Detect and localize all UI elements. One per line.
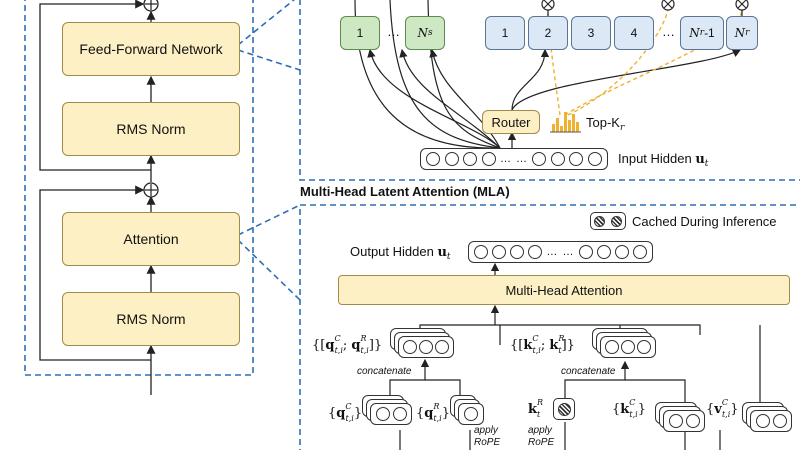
ffn-label: Feed-Forward Network	[79, 41, 223, 57]
rms-norm-top-label: RMS Norm	[116, 121, 186, 137]
mla-dashed-frame	[299, 204, 800, 450]
v-c-stack-front	[750, 410, 792, 432]
routed-expert-4: 4	[614, 16, 654, 50]
concatenate-label-left: concatenate	[357, 366, 412, 377]
input-hidden-vector: … …	[420, 148, 608, 170]
apply-rope-q-line1: apply	[474, 425, 498, 436]
q-c-label: {qCt,i}	[328, 402, 363, 423]
router-box: Router	[482, 110, 540, 134]
rms-norm-bottom-label: RMS Norm	[116, 311, 186, 327]
routed-expert-3: 3	[571, 16, 611, 50]
topk-label: Top-Kr	[586, 115, 625, 133]
attn-zoom-line-bottom	[237, 239, 301, 301]
shared-expert-1: 1	[340, 16, 380, 50]
k-c-label: {kCt,i}	[612, 398, 647, 419]
k-concat-stack-front	[600, 336, 656, 358]
attention-label: Attention	[123, 231, 179, 247]
shared-expert-ellipsis: …	[387, 24, 400, 39]
input-hidden-label: Input Hidden ut	[618, 151, 709, 169]
k-c-stack-front	[663, 410, 705, 432]
ffn-zoom-line-top	[237, 0, 296, 46]
attn-zoom-line-top	[237, 204, 301, 236]
mla-title: Multi-Head Latent Attention (MLA)	[300, 184, 510, 199]
ffn-box: Feed-Forward Network	[62, 22, 240, 76]
moe-dashed-frame	[299, 0, 800, 181]
apply-rope-k-line1: apply	[528, 425, 552, 436]
topk-bars-icon	[550, 112, 581, 133]
k-r-cached-cell	[553, 398, 575, 420]
cached-legend-label: Cached During Inference	[632, 214, 777, 229]
k-concat-label: {[kCt,i; kRt]}	[510, 334, 575, 355]
rms-norm-bottom-box: RMS Norm	[62, 292, 240, 346]
rms-norm-top-box: RMS Norm	[62, 102, 240, 156]
apply-rope-q-line2: RoPE	[474, 437, 501, 448]
attention-box: Attention	[62, 212, 240, 266]
output-hidden-label: Output Hidden ut	[350, 244, 451, 262]
k-r-label: kRt	[528, 398, 544, 419]
q-concat-label: {[qCt,i; qRt,i]}	[312, 334, 383, 355]
v-c-label: {vCt,i}	[706, 398, 739, 419]
left-dashed-frame	[24, 0, 254, 376]
q-r-stack-front	[458, 403, 484, 425]
routed-expert-1: 1	[485, 16, 525, 50]
routed-expert-2: 2	[528, 16, 568, 50]
output-hidden-vector: … …	[468, 241, 653, 263]
ffn-zoom-line-bottom	[237, 49, 301, 71]
routed-expert-ellipsis: …	[662, 24, 675, 39]
cached-legend-icon	[590, 212, 626, 230]
multi-head-attention-box: Multi-Head Attention	[338, 275, 790, 305]
q-concat-stack-front	[398, 336, 454, 358]
q-c-stack-front	[370, 403, 412, 425]
concatenate-label-right: concatenate	[561, 366, 616, 377]
q-r-label: {qRt,i}	[416, 402, 451, 423]
apply-rope-k-line2: RoPE	[528, 437, 555, 448]
